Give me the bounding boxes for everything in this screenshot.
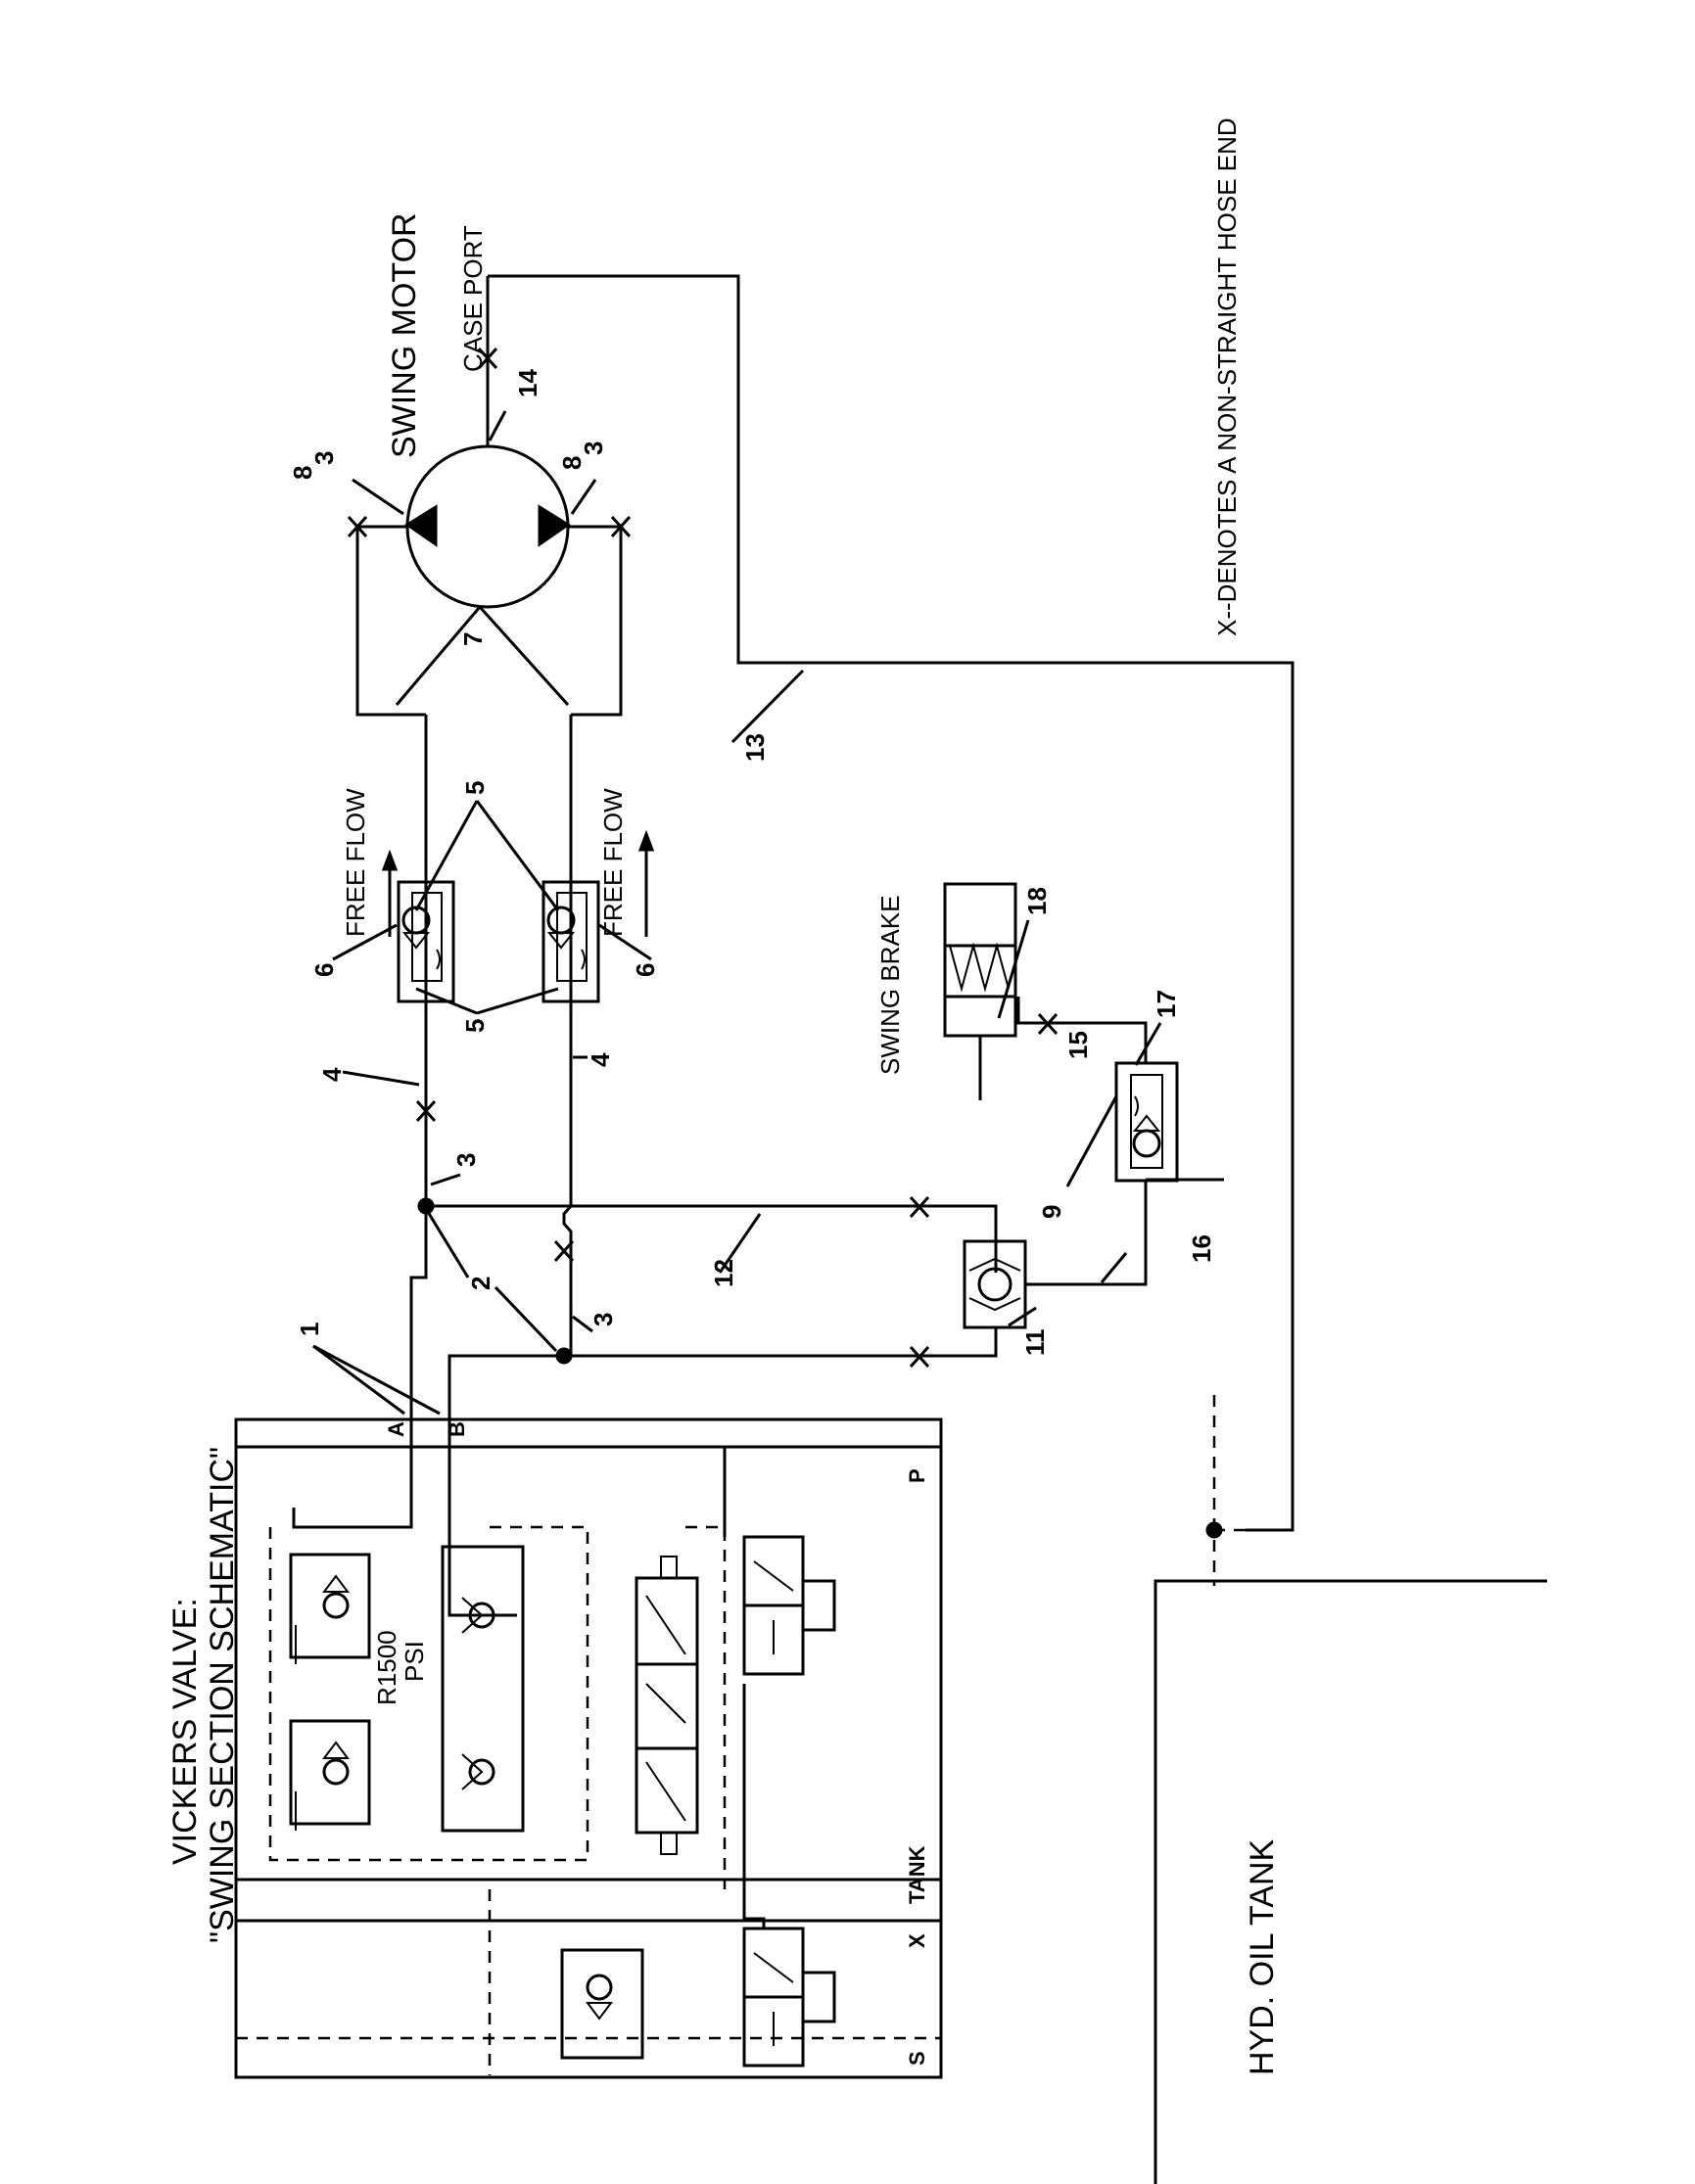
check-valve-module-b (541, 880, 600, 1003)
motor-line-b (568, 525, 623, 717)
case-drain-line (488, 274, 1295, 1532)
callout-3-c: 3 (309, 451, 339, 465)
callout-18: 18 (1022, 887, 1052, 915)
callout-13: 13 (740, 733, 770, 762)
internal-solid-tank (742, 1684, 766, 1928)
callout-3-d: 3 (579, 441, 608, 455)
motor-port-arrow-b (538, 504, 571, 547)
check-valve-housing (441, 1545, 525, 1833)
solenoid-valve-lower (742, 1927, 836, 2068)
free-flow-label-a: FREE FLOW (341, 788, 370, 937)
solenoid-valve-upper (742, 1535, 836, 1676)
title-line-1: VICKERS VALVE: (166, 1598, 204, 1865)
motor-line-a (355, 525, 426, 717)
note-label: X--DENOTES A NON-STRAIGHT HOSE END (1212, 117, 1242, 636)
tee-junction-b (555, 1347, 573, 1365)
callout-17: 17 (1152, 990, 1181, 1018)
callout-5-b: 5 (460, 1019, 490, 1033)
hose-x-marks (347, 347, 1059, 1369)
callout-16: 16 (1187, 1234, 1216, 1263)
pilot-drain-dashed (1212, 1528, 1246, 1586)
port-x: X (905, 1933, 929, 1948)
callout-14: 14 (513, 369, 542, 397)
swing-motor (404, 444, 571, 609)
internal-pilot-dashed-a (268, 1525, 589, 1862)
callout-3-a: 3 (451, 1153, 481, 1167)
free-flow-label-b: FREE FLOW (598, 788, 628, 937)
relief-unit-label: PSI (400, 1641, 429, 1682)
work-line-a (409, 715, 428, 1447)
callout-8-a: 8 (288, 466, 317, 480)
callout-6-a: 6 (309, 963, 339, 977)
internal-check-lower (461, 1753, 495, 1790)
directional-spool (635, 1556, 699, 1855)
callout-9: 9 (1037, 1205, 1066, 1219)
motor-port-arrow-a (404, 504, 438, 547)
swing-motor-label: SWING MOTOR (386, 212, 423, 458)
swing-brake-label: SWING BRAKE (875, 896, 905, 1075)
brake-check-module (1114, 1061, 1179, 1183)
port-b: B (445, 1421, 469, 1437)
free-flow-arrow-a (381, 849, 399, 937)
callout-12: 12 (709, 1259, 738, 1287)
free-flow-arrow-b (637, 829, 655, 937)
port-a: A (384, 1421, 408, 1437)
brake-pilot-line (1016, 997, 1148, 1063)
port-s: S (905, 2051, 929, 2066)
internal-path-a (292, 1447, 413, 1529)
work-line-b (447, 715, 573, 1447)
swing-brake (943, 882, 1017, 1100)
callout-7: 7 (458, 632, 488, 646)
port-p: P (905, 1468, 929, 1483)
callout-15: 15 (1063, 1031, 1093, 1059)
internal-pilot-dashed-b (685, 1525, 727, 1889)
relief-valve-upper (289, 1553, 371, 1664)
line-12-b (564, 1326, 998, 1358)
callout-leaders (312, 410, 1224, 1416)
callout-5-a: 5 (460, 781, 490, 795)
callout-4-a: 4 (317, 1067, 347, 1082)
callout-11: 11 (1020, 1329, 1050, 1357)
internal-path-b (447, 1447, 517, 1617)
internal-check-upper (461, 1597, 495, 1634)
tee-junction-a (417, 1197, 435, 1215)
callout-8-b: 8 (557, 456, 587, 470)
section-s-check-block (560, 1948, 644, 2060)
line-12-a (426, 1204, 998, 1273)
tank-label: HYD. OIL TANK (1244, 1838, 1281, 2075)
port-tank: TANK (905, 1845, 929, 1904)
callout-2: 2 (466, 1277, 495, 1290)
valve-body (234, 1417, 943, 2079)
callout-4-b: 4 (586, 1052, 615, 1067)
callout-6-b: 6 (631, 963, 660, 977)
relief-valve-lower (289, 1719, 371, 1831)
callout-3-b: 3 (589, 1313, 618, 1326)
callout-1: 1 (295, 1323, 324, 1336)
relief-setting-label: R1500 (372, 1630, 401, 1705)
case-port-label: CASE PORT (458, 225, 488, 372)
line-9 (1025, 1180, 1148, 1286)
check-valve-module-a (397, 880, 455, 1003)
tank-outline (1154, 1579, 1547, 2184)
